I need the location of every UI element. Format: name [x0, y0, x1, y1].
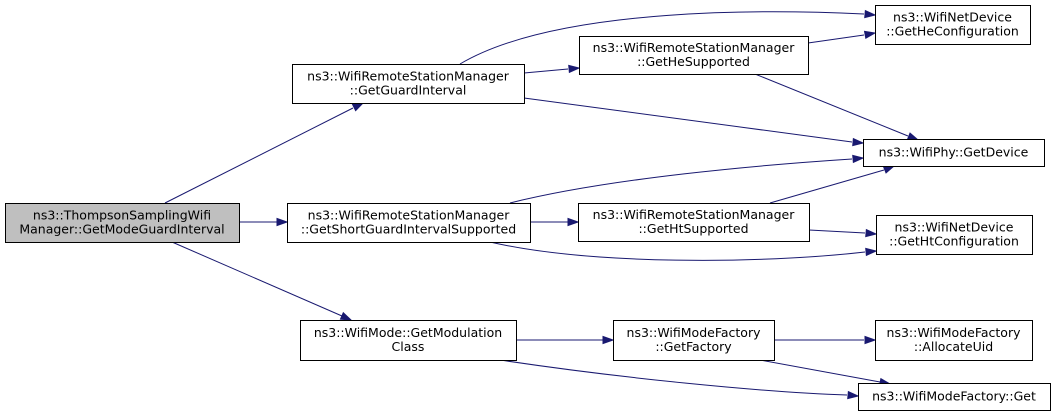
node-label-line: ns3::WifiModeFactory	[627, 325, 762, 340]
edge-ggi-to-ghes	[523, 64, 581, 74]
node-box	[876, 215, 1033, 255]
edge-ghts-to-gdev	[769, 165, 896, 204]
edge-line	[164, 107, 354, 204]
edge-ghts-to-ghtc	[808, 228, 878, 238]
node-label-line: ns3::WifiPhy::GetDevice	[879, 145, 1029, 160]
node-label-line: ::AllocateUid	[914, 339, 993, 354]
edge-line	[769, 169, 885, 204]
arrow-head	[602, 335, 615, 345]
node-get-he-configuration[interactable]: ns3::WifiNetDevice::GetHeConfiguration	[875, 5, 1031, 45]
node-get-guard-interval[interactable]: ns3::WifiRemoteStationManager::GetGuardI…	[292, 64, 525, 104]
edge-root-to-ggi	[164, 102, 365, 204]
edge-ggi-to-ghec	[459, 9, 877, 65]
node-allocate-uid[interactable]: ns3::WifiModeFactory::AllocateUid	[875, 320, 1033, 361]
node-box	[287, 203, 531, 243]
edge-line	[509, 158, 853, 204]
node-label-line: ns3::ThompsonSamplingWifi	[33, 208, 211, 223]
edge-line	[489, 241, 866, 261]
node-label-line: ::GetHeConfiguration	[886, 24, 1019, 39]
node-get-ht-supported[interactable]: ns3::WifiRemoteStationManager::GetHtSupp…	[578, 203, 810, 242]
arrow-head	[865, 247, 878, 257]
edge-line	[499, 359, 848, 396]
node-get-short-guard-interval-supported[interactable]: ns3::WifiRemoteStationManager::GetShortG…	[287, 203, 531, 243]
node-label-line: ::GetHtConfiguration	[889, 234, 1019, 249]
arrow-head	[852, 154, 865, 164]
arrow-head	[864, 335, 877, 345]
node-label-line: ns3::WifiNetDevice	[895, 220, 1014, 235]
edge-line	[807, 34, 865, 44]
arrow-head	[852, 137, 865, 147]
node-box	[863, 139, 1045, 167]
node-label-line: ::GetGuardInterval	[350, 83, 467, 98]
node-label-line: Class	[392, 339, 425, 354]
edge-gsgi-to-gdev	[509, 154, 865, 204]
node-label-line: ::GetHeSupported	[637, 54, 750, 69]
arrow-head	[568, 64, 581, 74]
edge-line	[171, 241, 343, 317]
arrow-head	[864, 9, 877, 19]
node-label-line: ns3::WifiMode::GetModulation	[314, 325, 502, 340]
arrow-head	[351, 102, 365, 112]
node-label-line: ns3::WifiRemoteStationManager	[593, 40, 796, 55]
node-label-line: Manager::GetModeGuardInterval	[19, 222, 224, 237]
node-get-he-supported[interactable]: ns3::WifiRemoteStationManager::GetHeSupp…	[579, 36, 809, 75]
edge-line	[459, 11, 865, 65]
edge-ghes-to-ghec	[807, 30, 877, 44]
node-label-line: ::GetFactory	[655, 339, 732, 354]
node-get-device[interactable]: ns3::WifiPhy::GetDevice	[863, 139, 1045, 167]
node-factory-get[interactable]: ns3::WifiModeFactory::Get	[858, 383, 1051, 411]
edge-gmc-to-gfac	[516, 335, 615, 345]
node-label-line: ns3::WifiRemoteStationManager	[593, 207, 796, 222]
edge-gmc-to-get	[499, 359, 860, 400]
node-label-line: ::GetHtSupported	[638, 221, 748, 236]
node-box	[300, 320, 517, 361]
arrow-head	[847, 390, 860, 400]
arrow-head	[567, 217, 580, 227]
edge-gfac-to-get	[759, 359, 892, 387]
edge-gfac-to-auid	[774, 335, 877, 345]
edges-layer	[164, 9, 920, 400]
edge-line	[523, 97, 853, 143]
node-box	[292, 64, 525, 104]
edge-line	[759, 359, 881, 383]
node-box	[578, 203, 810, 242]
node-label-line: ns3::WifiModeFactory	[887, 325, 1022, 340]
node-box	[613, 320, 775, 361]
edge-gsgi-to-ghts	[530, 217, 580, 227]
node-get-ht-configuration[interactable]: ns3::WifiNetDevice::GetHtConfiguration	[876, 215, 1033, 255]
arrow-head	[276, 217, 289, 227]
edge-root-to-gsgi	[239, 217, 289, 227]
node-thompson-get-mode-guard-interval[interactable]: ns3::ThompsonSamplingWifiManager::GetMod…	[5, 203, 240, 243]
edge-line	[808, 229, 866, 234]
edge-ggi-to-gdev	[523, 97, 865, 147]
arrow-head	[882, 165, 896, 174]
arrow-head	[863, 30, 877, 40]
nodes-layer: ns3::ThompsonSamplingWifiManager::GetMod…	[5, 5, 1051, 411]
node-get-factory[interactable]: ns3::WifiModeFactory::GetFactory	[613, 320, 775, 361]
arrow-head	[865, 228, 878, 238]
node-label-line: ns3::WifiRemoteStationManager	[307, 69, 510, 84]
node-label-line: ns3::WifiRemoteStationManager	[308, 208, 511, 223]
edge-line	[754, 73, 909, 137]
node-label-line: ns3::WifiModeFactory::Get	[872, 389, 1036, 404]
arrow-head	[339, 311, 353, 321]
node-box	[858, 383, 1051, 411]
edge-ghes-to-gdev	[754, 73, 920, 141]
node-label-line: ns3::WifiNetDevice	[893, 10, 1012, 25]
edge-line	[523, 68, 569, 74]
node-box	[875, 320, 1033, 361]
edge-gsgi-to-ghtc	[489, 241, 878, 261]
node-box	[5, 203, 240, 243]
arrow-head	[906, 132, 920, 141]
node-box	[579, 36, 809, 75]
node-box	[875, 5, 1031, 45]
node-label-line: ::GetShortGuardIntervalSupported	[301, 222, 516, 237]
edge-root-to-gmc	[171, 241, 353, 321]
